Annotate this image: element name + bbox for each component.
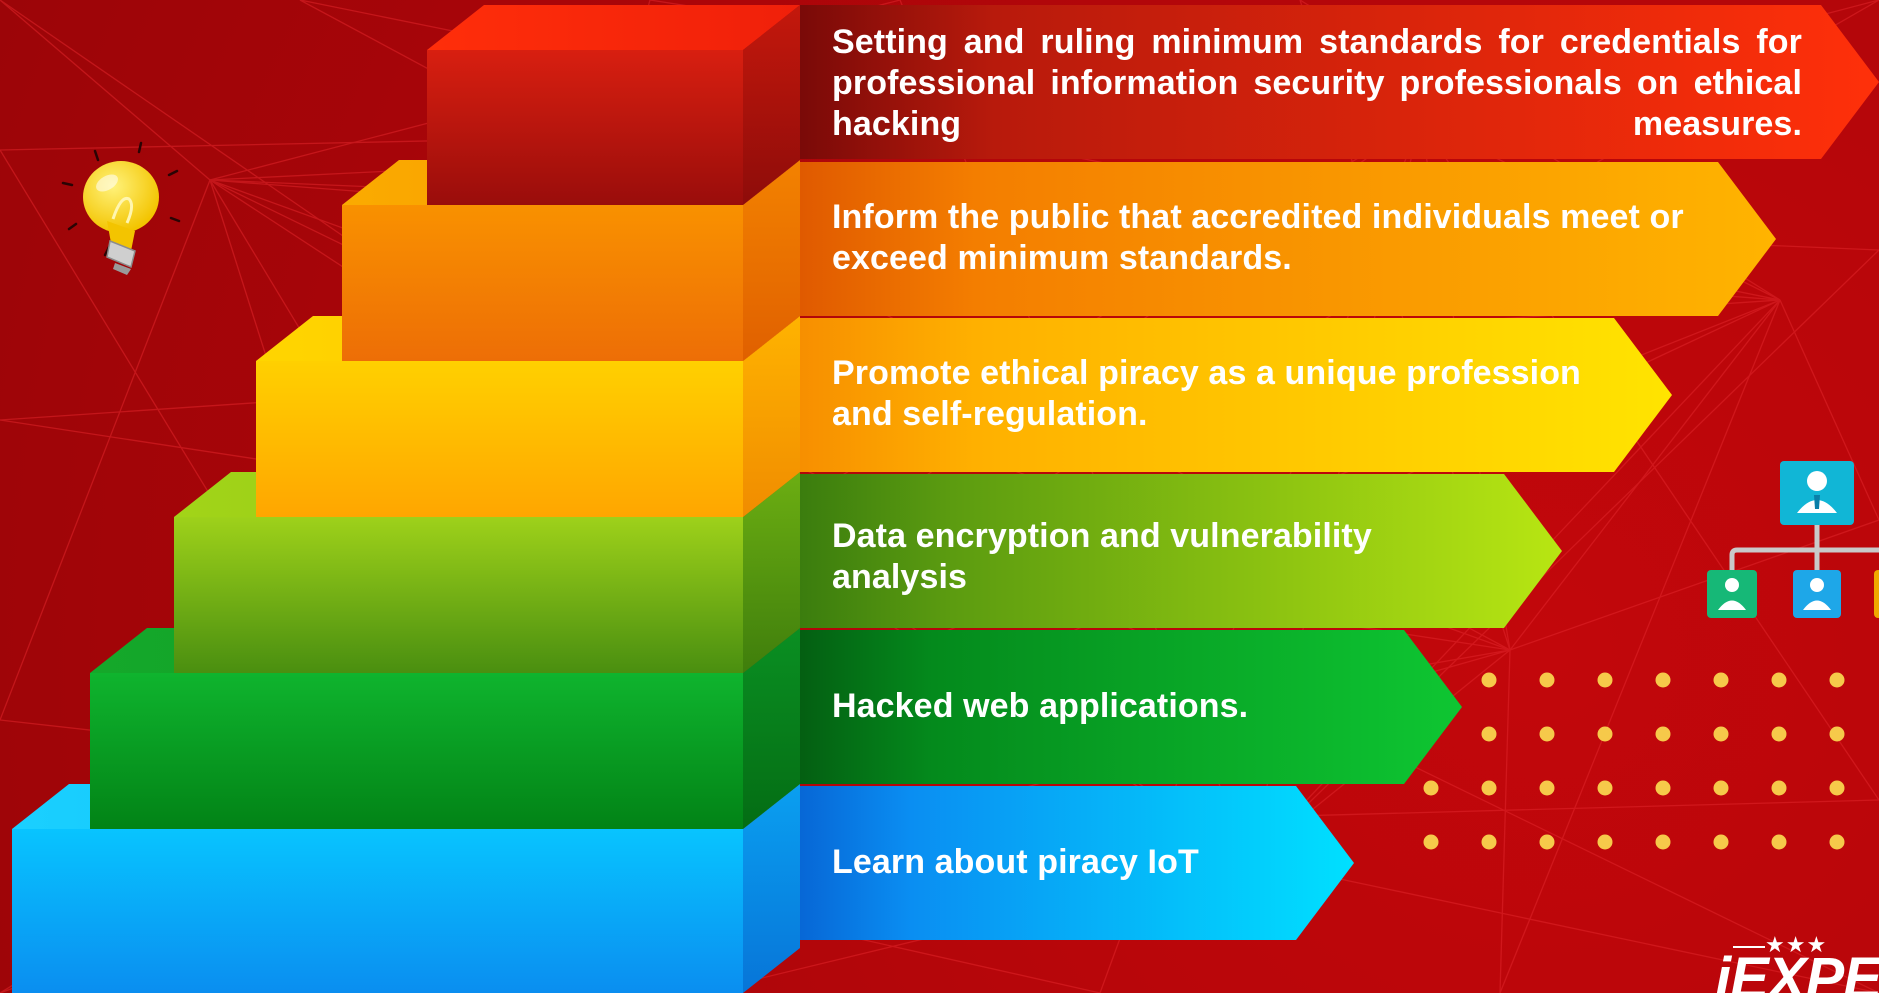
step-text: Setting and ruling minimum standards for… (832, 23, 1802, 143)
decor-dot (1481, 780, 1497, 796)
decor-dot (1713, 834, 1729, 850)
decor-dot (1829, 834, 1845, 850)
decor-dot (1829, 672, 1845, 688)
decor-dot (1829, 780, 1845, 796)
brand-logo: ★★★ iEXPE (1705, 928, 1879, 993)
decor-dot (1481, 834, 1497, 850)
arrow-banners (800, 5, 1879, 940)
decor-dot (1655, 834, 1671, 850)
arrow-banner (800, 5, 1879, 159)
decor-dot (1481, 672, 1497, 688)
decor-dot (1655, 780, 1671, 796)
decor-dot (1597, 780, 1613, 796)
decor-dot (1481, 726, 1497, 742)
decor-dot (1713, 726, 1729, 742)
decor-dot (1829, 726, 1845, 742)
step-text: Inform the public that accredited indivi… (832, 198, 1684, 277)
arrow-banner (800, 630, 1462, 784)
decor-dot (1539, 726, 1555, 742)
decor-dot (1771, 726, 1787, 742)
decor-dot (1771, 834, 1787, 850)
step-text: Data encryption and vulnerability analys… (832, 517, 1372, 596)
decor-dot (1539, 780, 1555, 796)
decor-dot (1423, 834, 1439, 850)
decor-dot (1539, 672, 1555, 688)
step-block (427, 5, 800, 205)
decor-dot (1597, 834, 1613, 850)
arrow-banner (800, 162, 1776, 316)
decor-dot (1539, 834, 1555, 850)
decor-dot (1655, 726, 1671, 742)
arrow-banner (800, 474, 1562, 628)
decor-dot (1771, 780, 1787, 796)
decor-dot (1713, 672, 1729, 688)
decor-dot (1597, 726, 1613, 742)
org-chart-icon (1707, 461, 1879, 618)
decor-dot (1655, 672, 1671, 688)
decor-dot (1423, 780, 1439, 796)
arrow-banner (800, 318, 1672, 472)
step-text: Learn about piracy IoT (832, 843, 1199, 881)
arrow-banner (800, 786, 1354, 940)
lightbulb-icon (61, 141, 181, 275)
staircase (12, 5, 800, 993)
step-text: Promote ethical piracy as a unique profe… (832, 354, 1581, 433)
decor-dot (1597, 672, 1613, 688)
logo-text: iEXPE (1715, 946, 1879, 993)
decor-dot (1771, 672, 1787, 688)
dot-grid (1423, 672, 1845, 850)
step-text: Hacked web applications. (832, 687, 1249, 725)
logo-stars: ★★★ (1765, 933, 1828, 958)
decor-dot (1713, 780, 1729, 796)
